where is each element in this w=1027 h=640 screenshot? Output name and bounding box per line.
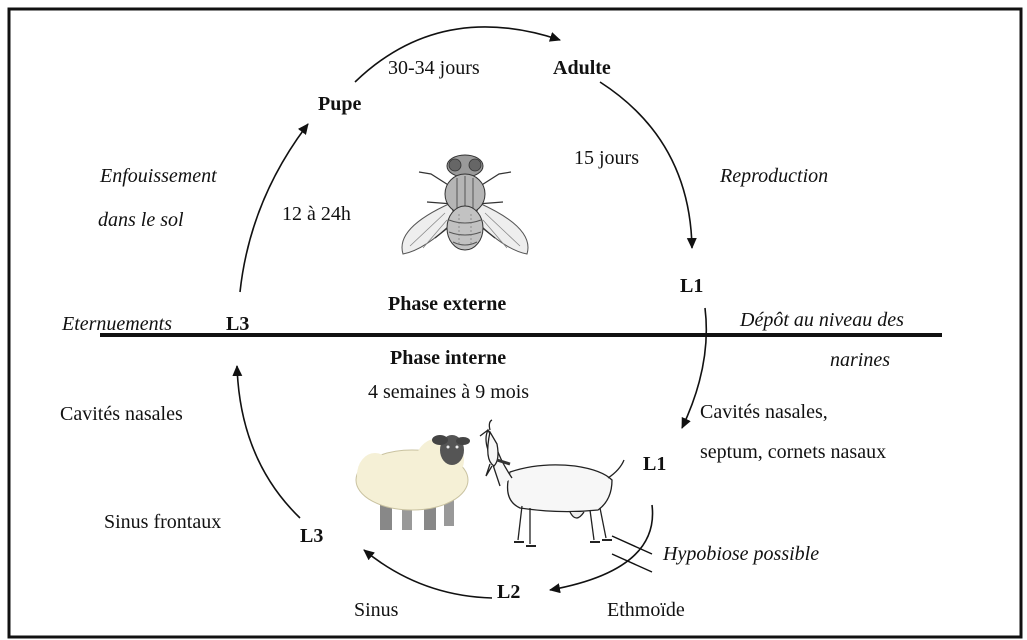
- location-nasal-l1-line2: septum, cornets nasaux: [700, 441, 886, 463]
- stage-pupe: Pupe: [318, 93, 361, 115]
- stage-l2: L2: [497, 581, 520, 603]
- duration-adulte-to-l1: 15 jours: [574, 147, 639, 169]
- fly-icon: [402, 155, 528, 254]
- stage-l3-external: L3: [226, 313, 249, 335]
- sheep-icon: [356, 435, 470, 530]
- location-nasal-l3: Cavités nasales: [60, 403, 183, 425]
- internal-phase-label: Phase interne: [390, 347, 506, 369]
- goat-icon: [480, 420, 624, 546]
- process-sneezing: Eternuements: [61, 313, 172, 335]
- location-ethmoid: Ethmoïde: [607, 599, 685, 621]
- hypobiosis-note: Hypobiose possible: [662, 543, 819, 565]
- duration-pupe-to-adulte: 30-34 jours: [388, 57, 480, 79]
- arrow-l2-to-l3: [364, 550, 492, 598]
- process-burial-line1: Enfouissement: [99, 165, 217, 187]
- process-reproduction: Reproduction: [719, 165, 828, 187]
- arrow-l3-to-l3-external: [237, 366, 300, 518]
- location-nasal-l1-line1: Cavités nasales,: [700, 401, 828, 423]
- stage-l1-external: L1: [680, 275, 703, 297]
- process-burial-line2: dans le sol: [98, 209, 184, 231]
- process-deposit-line1: Dépôt au niveau des: [739, 309, 904, 331]
- internal-phase-duration: 4 semaines à 9 mois: [368, 381, 529, 403]
- stage-l3-internal: L3: [300, 525, 323, 547]
- stage-l1-internal: L1: [643, 453, 666, 475]
- stage-adulte: Adulte: [553, 57, 611, 79]
- duration-l3-to-pupe: 12 à 24h: [282, 203, 351, 225]
- external-phase-label: Phase externe: [388, 293, 506, 315]
- process-deposit-line2: narines: [830, 349, 890, 371]
- location-sinus: Sinus: [354, 599, 399, 621]
- location-frontal-sinus: Sinus frontaux: [104, 511, 221, 533]
